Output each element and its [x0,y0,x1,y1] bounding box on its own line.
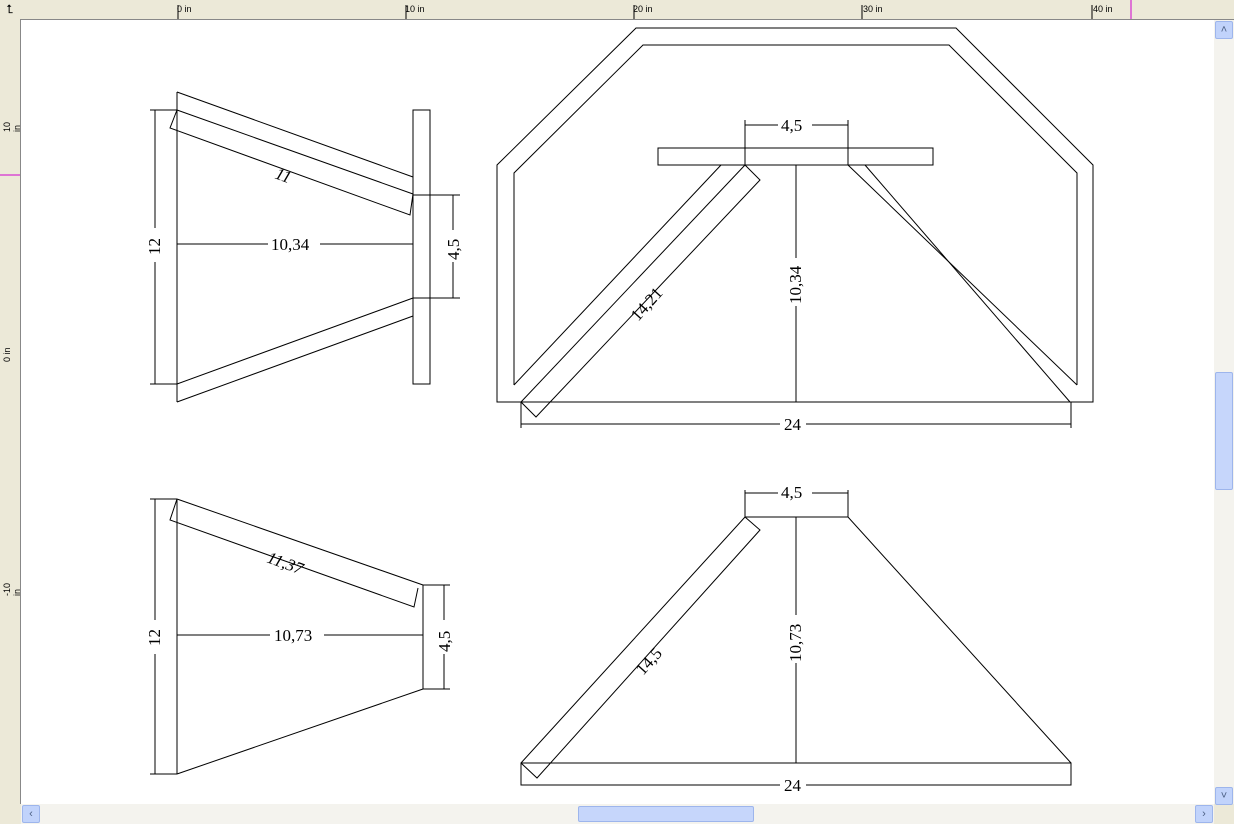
hruler-ticks [0,0,1132,176]
drawing-canvas[interactable] [21,20,1214,804]
ruler-label: 0 in [177,4,192,14]
arrow-down-icon[interactable]: ˅ [1215,787,1233,805]
dim-top: 4,5 [781,116,802,135]
horizontal-scrollbar[interactable]: ‹ › [21,804,1214,824]
dim-height: 12 [145,629,164,646]
ruler-label: 20 in [633,4,653,14]
vertical-ruler[interactable]: 10 in 0 in -10 in [0,20,22,804]
arrow-left-icon[interactable]: ‹ [22,805,40,823]
ruler-label: 10 in [405,4,425,14]
vertical-scrollbar[interactable]: ˄ ˅ [1214,20,1234,805]
top-left-part[interactable] [150,91,460,403]
dim-depth: 10,73 [274,626,312,645]
dim-diagonal: 14,21 [627,284,667,325]
dim-height: 12 [145,238,164,255]
dim-width: 24 [784,776,802,795]
ruler-label: 40 in [1093,4,1113,14]
dim-height: 10,34 [786,265,805,304]
dim-slant: 11 [273,164,294,187]
horizontal-scroll-thumb[interactable] [578,806,754,822]
dim-plate: 4,5 [435,631,454,652]
dim-height: 10,73 [786,624,805,662]
dim-width: 24 [784,415,802,434]
dim-plate: 4,5 [444,239,463,260]
arrow-up-icon[interactable]: ˄ [1215,21,1233,39]
dim-slant: 11,37 [265,548,308,579]
arrow-right-icon[interactable]: › [1195,805,1213,823]
horizontal-ruler[interactable]: 0 in 10 in 20 in 30 in 40 in [20,0,1234,20]
dim-top: 4,5 [781,483,802,502]
top-right-part[interactable] [496,27,1094,428]
dim-diagonal: 14,5 [632,644,666,679]
vertical-scroll-thumb[interactable] [1215,372,1233,490]
dim-depth: 10,34 [271,235,310,254]
ruler-label: 30 in [863,4,883,14]
